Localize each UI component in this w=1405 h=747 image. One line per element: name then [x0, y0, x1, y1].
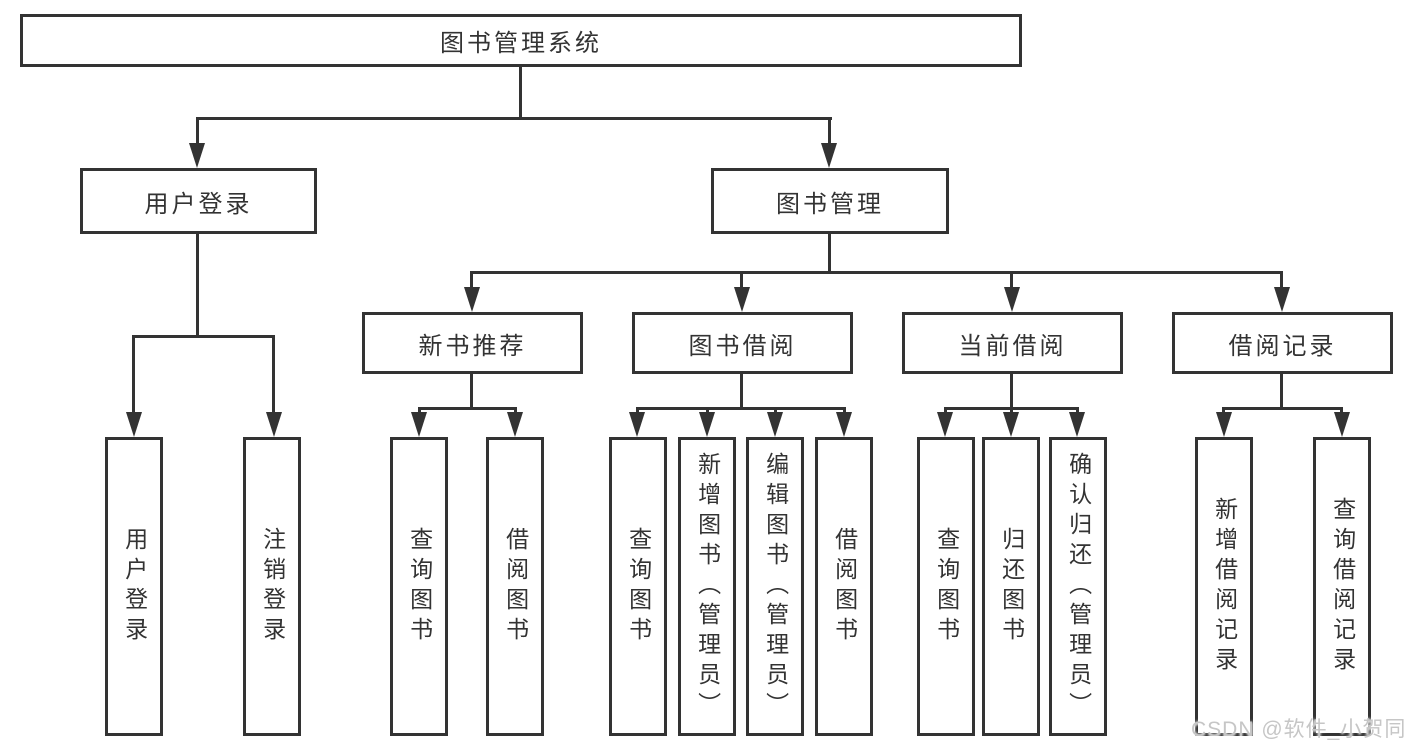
- leaf-borrow-book-label: 借阅图书: [831, 526, 858, 647]
- connector-line: [1010, 374, 1013, 410]
- arrowhead-down-icon: [1069, 412, 1085, 437]
- connector-line: [132, 335, 135, 413]
- node-current-borrow-label: 当前借阅: [958, 332, 1067, 360]
- node-new-book-recommend: 新书推荐: [362, 312, 583, 374]
- connector-line: [272, 335, 275, 413]
- node-current-borrow: 当前借阅: [902, 312, 1123, 374]
- connector-line: [1010, 271, 1013, 291]
- connector-line: [1222, 407, 1343, 410]
- connector-line: [1340, 407, 1343, 416]
- leaf-current-return-label: 归还图书: [998, 526, 1025, 647]
- connector-line: [470, 271, 473, 291]
- leaf-borrow-query: 查询图书: [609, 437, 667, 736]
- connector-line: [196, 234, 199, 337]
- leaf-borrow-edit-admin: 编辑图书（管理员）: [746, 437, 804, 736]
- arrowhead-down-icon: [1003, 412, 1019, 437]
- arrowhead-down-icon: [699, 412, 715, 437]
- arrowhead-down-icon: [821, 143, 837, 168]
- connector-line: [470, 271, 1283, 274]
- connector-line: [514, 407, 517, 416]
- arrowhead-down-icon: [126, 412, 142, 437]
- node-book-management: 图书管理: [711, 168, 949, 234]
- leaf-records-query: 查询借阅记录: [1313, 437, 1371, 736]
- connector-line: [1010, 407, 1013, 416]
- leaf-borrow-add-admin-label: 新增图书（管理员）: [694, 451, 721, 722]
- arrowhead-down-icon: [1334, 412, 1350, 437]
- connector-line: [196, 117, 199, 145]
- leaf-newbook-borrow-label: 借阅图书: [502, 526, 529, 647]
- connector-line: [774, 407, 777, 416]
- node-root-label: 图书管理系统: [440, 30, 602, 57]
- arrowhead-down-icon: [1004, 287, 1020, 312]
- node-borrow-records: 借阅记录: [1172, 312, 1393, 374]
- leaf-newbook-borrow: 借阅图书: [486, 437, 544, 736]
- leaf-logout: 注销登录: [243, 437, 301, 736]
- node-book-management-label: 图书管理: [776, 190, 884, 218]
- leaf-current-query-label: 查询图书: [933, 526, 960, 647]
- node-book-borrow: 图书借阅: [632, 312, 853, 374]
- connector-line: [706, 407, 709, 416]
- connector-line: [636, 407, 639, 416]
- arrowhead-down-icon: [629, 412, 645, 437]
- leaf-records-add-label: 新增借阅记录: [1211, 496, 1238, 677]
- connector-line: [418, 407, 421, 416]
- node-borrow-records-label: 借阅记录: [1228, 332, 1337, 360]
- connector-line: [740, 374, 743, 410]
- leaf-borrow-book: 借阅图书: [815, 437, 873, 736]
- connector-line: [636, 407, 845, 410]
- arrowhead-down-icon: [734, 287, 750, 312]
- leaf-user-login-label: 用户登录: [121, 526, 148, 647]
- connector-line: [1280, 374, 1283, 410]
- arrowhead-down-icon: [937, 412, 953, 437]
- leaf-logout-label: 注销登录: [259, 526, 286, 647]
- leaf-borrow-edit-admin-label: 编辑图书（管理员）: [762, 451, 789, 722]
- connector-line: [418, 407, 517, 410]
- connector-line: [828, 117, 831, 145]
- arrowhead-down-icon: [507, 412, 523, 437]
- connector-line: [944, 407, 947, 416]
- arrowhead-down-icon: [411, 412, 427, 437]
- leaf-user-login: 用户登录: [105, 437, 163, 736]
- connector-line: [519, 67, 522, 119]
- node-user-login-label: 用户登录: [144, 190, 253, 218]
- watermark-text: CSDN @软件_小贺同学: [1191, 718, 1405, 741]
- connector-line: [1076, 407, 1079, 416]
- leaf-newbook-query: 查询图书: [390, 437, 448, 736]
- node-root: 图书管理系统: [20, 14, 1022, 67]
- leaf-records-query-label: 查询借阅记录: [1329, 496, 1356, 677]
- arrowhead-down-icon: [1274, 287, 1290, 312]
- leaf-borrow-add-admin: 新增图书（管理员）: [678, 437, 736, 736]
- connector-line: [470, 374, 473, 410]
- arrowhead-down-icon: [1216, 412, 1232, 437]
- arrowhead-down-icon: [266, 412, 282, 437]
- connector-line: [843, 407, 846, 416]
- leaf-current-return: 归还图书: [982, 437, 1040, 736]
- leaf-records-add: 新增借阅记录: [1195, 437, 1253, 736]
- node-book-borrow-label: 图书借阅: [688, 332, 797, 360]
- connector-line: [828, 234, 831, 274]
- connector-line: [1222, 407, 1225, 416]
- leaf-borrow-query-label: 查询图书: [625, 526, 652, 647]
- connector-line: [196, 117, 832, 120]
- arrowhead-down-icon: [836, 412, 852, 437]
- leaf-current-query: 查询图书: [917, 437, 975, 736]
- arrowhead-down-icon: [767, 412, 783, 437]
- connector-line: [740, 271, 743, 291]
- leaf-newbook-query-label: 查询图书: [406, 526, 433, 647]
- node-user-login: 用户登录: [80, 168, 317, 234]
- node-new-book-recommend-label: 新书推荐: [418, 332, 527, 360]
- connector-line: [132, 335, 275, 338]
- leaf-current-confirm-admin-label: 确认归还（管理员）: [1065, 451, 1092, 722]
- arrowhead-down-icon: [464, 287, 480, 312]
- arrowhead-down-icon: [189, 143, 205, 168]
- leaf-current-confirm-admin: 确认归还（管理员）: [1049, 437, 1107, 736]
- connector-line: [1280, 271, 1283, 291]
